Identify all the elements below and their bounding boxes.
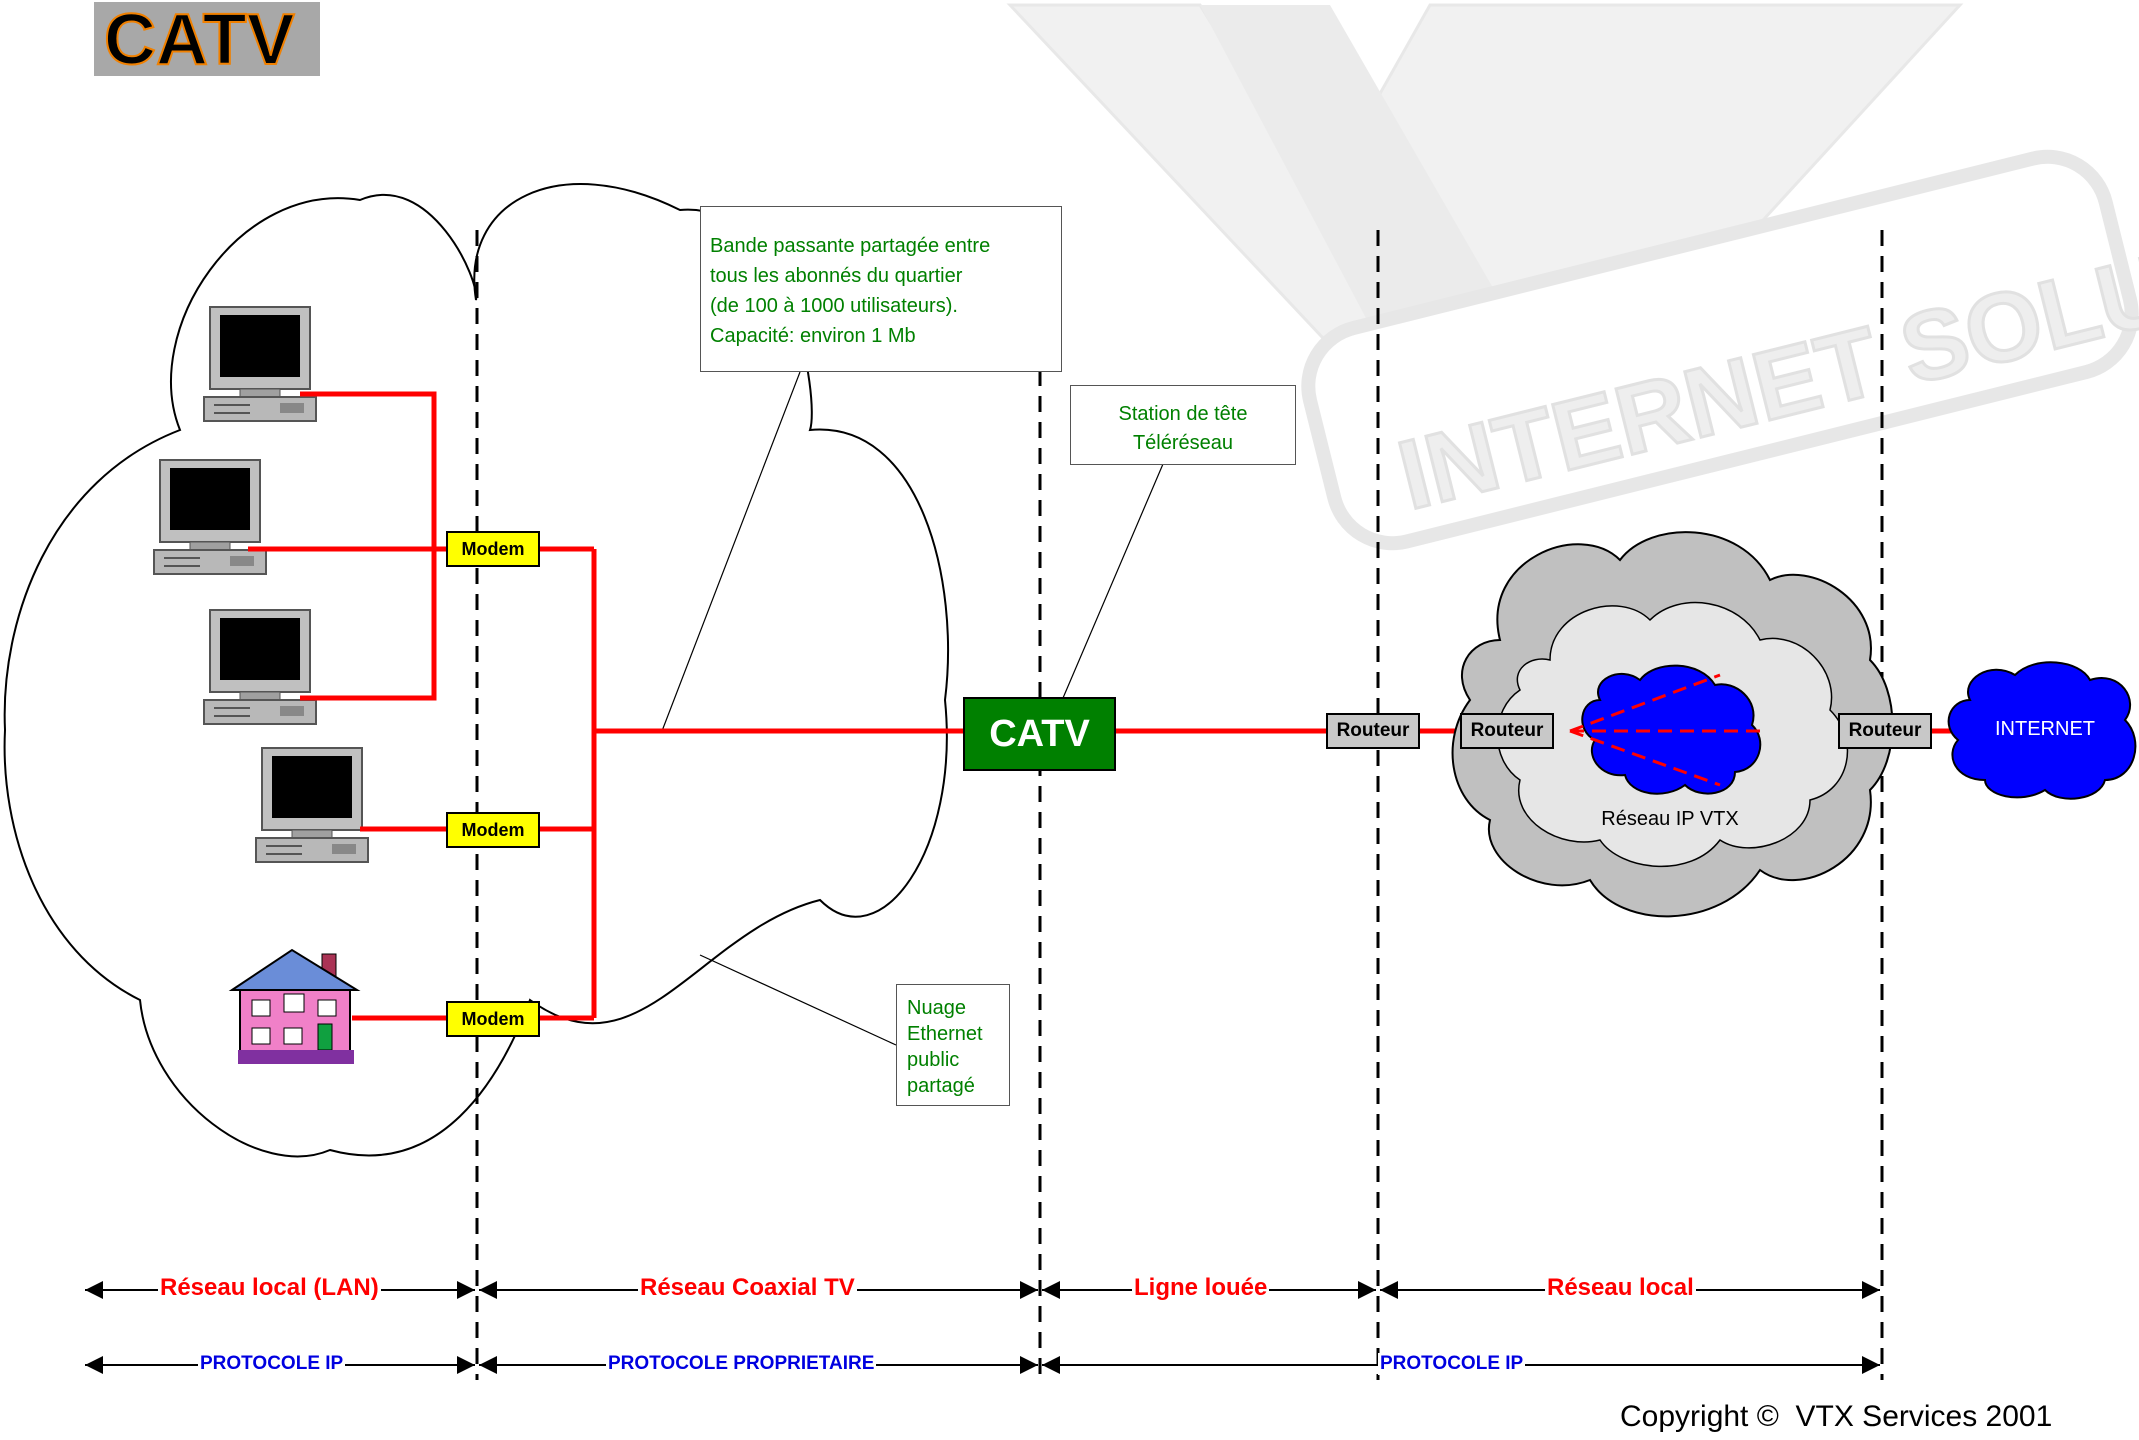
computer-1 — [203, 306, 317, 422]
callout-line: Capacité: environ 1 Mb — [710, 325, 916, 347]
router-2: Routeur — [1460, 713, 1554, 749]
callout-line: Nuage — [907, 997, 966, 1019]
internet-label: INTERNET — [1995, 718, 2095, 740]
internet-cloud — [1947, 661, 2137, 800]
segment-local-label: Réseau local — [1545, 1274, 1696, 1302]
modem-3: Modem — [446, 1001, 540, 1037]
callout-line: (de 100 à 1000 utilisateurs). — [710, 295, 958, 317]
modem-2: Modem — [446, 812, 540, 848]
headend-callout: Station de tête Téléréseau — [1070, 385, 1296, 465]
copyright: Copyright © VTX Services 2001 — [1620, 1400, 2053, 1433]
callout-line: Ethernet — [907, 1023, 983, 1045]
callout-line: Station de tête — [1118, 403, 1248, 425]
segment-lan-label: Réseau local (LAN) — [158, 1274, 381, 1302]
network-links — [248, 391, 1952, 1021]
boundary-lines — [475, 230, 1884, 1380]
protocol-proprietary-label: PROTOCOLE PROPRIETAIRE — [606, 1353, 877, 1375]
vtx-network-label: Réseau IP VTX — [1601, 808, 1739, 830]
callout-pointers — [661, 371, 1164, 1046]
callout-line: Bande passante partagée entre — [710, 235, 991, 257]
callout-line: tous les abonnés du quartier — [710, 265, 963, 287]
catv-headend: CATV — [963, 697, 1116, 771]
router-1: Routeur — [1326, 713, 1420, 749]
computer-3 — [203, 609, 317, 725]
segment-leased-label: Ligne louée — [1132, 1274, 1270, 1302]
page-title: CATV — [104, 0, 295, 80]
callout-line: Téléréseau — [1132, 432, 1234, 454]
ethernet-cloud — [3, 183, 949, 1158]
modem-1: Modem — [446, 531, 540, 567]
callout-line: partagé — [907, 1075, 975, 1097]
vtx-watermark: INTERNET SOLUTIONS — [1006, 3, 2139, 551]
vtx-ip-network — [1451, 531, 1894, 918]
protocol-ip-label: PROTOCOLE IP — [198, 1353, 346, 1375]
house-icon — [228, 948, 361, 1064]
computer-4 — [255, 747, 369, 863]
protocol-ip-label-2: PROTOCOLE IP — [1378, 1353, 1526, 1375]
router-3: Routeur — [1838, 713, 1932, 749]
callout-line: public — [907, 1049, 960, 1071]
cloud-callout: Nuage Ethernet public partagé — [896, 984, 1010, 1106]
bandwidth-callout: Bande passante partagée entre tous les a… — [700, 206, 1062, 372]
title-badge — [94, 2, 320, 76]
segment-coax-label: Réseau Coaxial TV — [638, 1274, 857, 1302]
computer-2 — [153, 459, 267, 575]
